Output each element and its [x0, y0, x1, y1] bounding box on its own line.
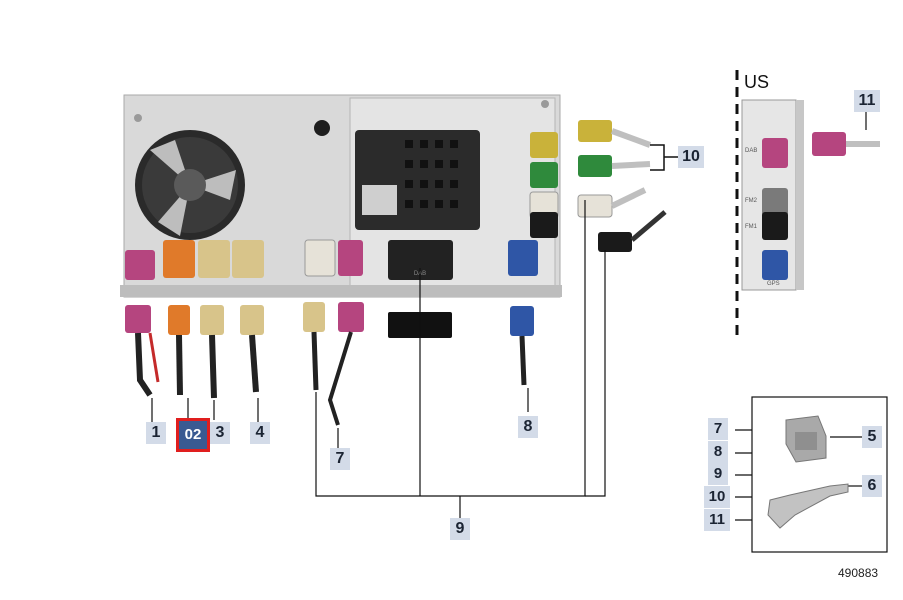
fm1-label: FM1 [745, 224, 758, 230]
callout-4[interactable]: 4 [250, 422, 270, 444]
callout-1[interactable]: 1 [146, 422, 166, 444]
lower-plugs [125, 302, 534, 426]
legend-callout-11[interactable]: 11 [704, 509, 730, 531]
plug-group-10 [577, 120, 678, 252]
callout-10[interactable]: 10 [678, 146, 704, 168]
callout-9[interactable]: 9 [450, 518, 470, 540]
main-connector-block: DAB [355, 130, 480, 280]
part-number: 490883 [838, 566, 879, 580]
unit-sockets-bottom [125, 239, 538, 280]
callout-3[interactable]: 3 [210, 422, 230, 444]
callout-7[interactable]: 7 [330, 448, 350, 470]
region-label-us: US [744, 72, 770, 92]
leader-lines [151, 200, 606, 518]
callout-selected[interactable]: 02 [176, 418, 210, 452]
legend-callout-6[interactable]: 6 [862, 475, 882, 497]
fan-icon [135, 130, 245, 240]
us-variant: DAB FM2 FM1 GPS [735, 70, 880, 335]
callout-11[interactable]: 11 [854, 90, 880, 112]
legend-box [735, 396, 888, 553]
callout-8[interactable]: 8 [518, 416, 538, 438]
legend-callout-7[interactable]: 7 [708, 418, 728, 440]
legend-callout-9[interactable]: 9 [708, 463, 728, 485]
dabs-label: DAB [745, 148, 757, 154]
legend-callout-10[interactable]: 10 [704, 486, 730, 508]
legend-callout-8[interactable]: 8 [708, 441, 728, 463]
fm2-label: FM2 [745, 198, 758, 204]
legend-callout-5[interactable]: 5 [862, 426, 882, 448]
unit-sockets-right [529, 132, 559, 238]
gps-label: GPS [767, 281, 780, 287]
